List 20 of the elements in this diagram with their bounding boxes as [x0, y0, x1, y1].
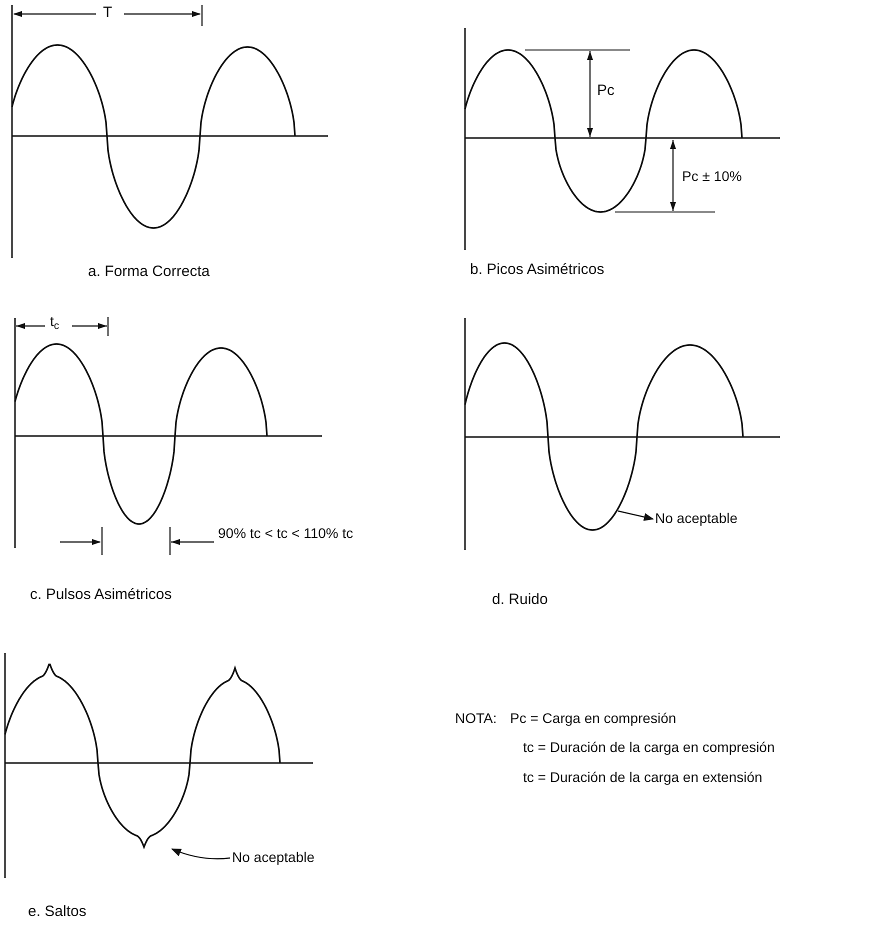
- waveform: [464, 342, 744, 531]
- caption: c. Pulsos Asimétricos: [30, 586, 172, 605]
- dimension-label: 90% tc < tc < 110% tc: [218, 525, 354, 542]
- caption: b. Picos Asimétricos: [470, 261, 604, 280]
- leader-line: [618, 510, 654, 521]
- annotation-text: No aceptable: [655, 510, 738, 528]
- note-text: tc = Duración de la carga en compresión: [523, 739, 775, 756]
- waveform: [4, 664, 281, 850]
- annotation-text: No aceptable: [232, 849, 315, 866]
- caption: d. Ruido: [492, 591, 548, 610]
- caption: e. Saltos: [28, 903, 86, 922]
- dimension-label: Pc: [597, 82, 615, 101]
- caption: a. Forma Correcta: [88, 263, 210, 282]
- leader-line: [171, 848, 230, 860]
- dimension-label: T: [103, 4, 112, 23]
- note-heading: NOTA:: [455, 710, 497, 728]
- note-text: tc = Duración de la carga en extensión: [523, 769, 762, 786]
- dimension-label: Pc ± 10%: [682, 168, 742, 186]
- dimension-label: t$_{c}$: [50, 313, 60, 330]
- note-text: Pc = Carga en compresión: [510, 710, 676, 728]
